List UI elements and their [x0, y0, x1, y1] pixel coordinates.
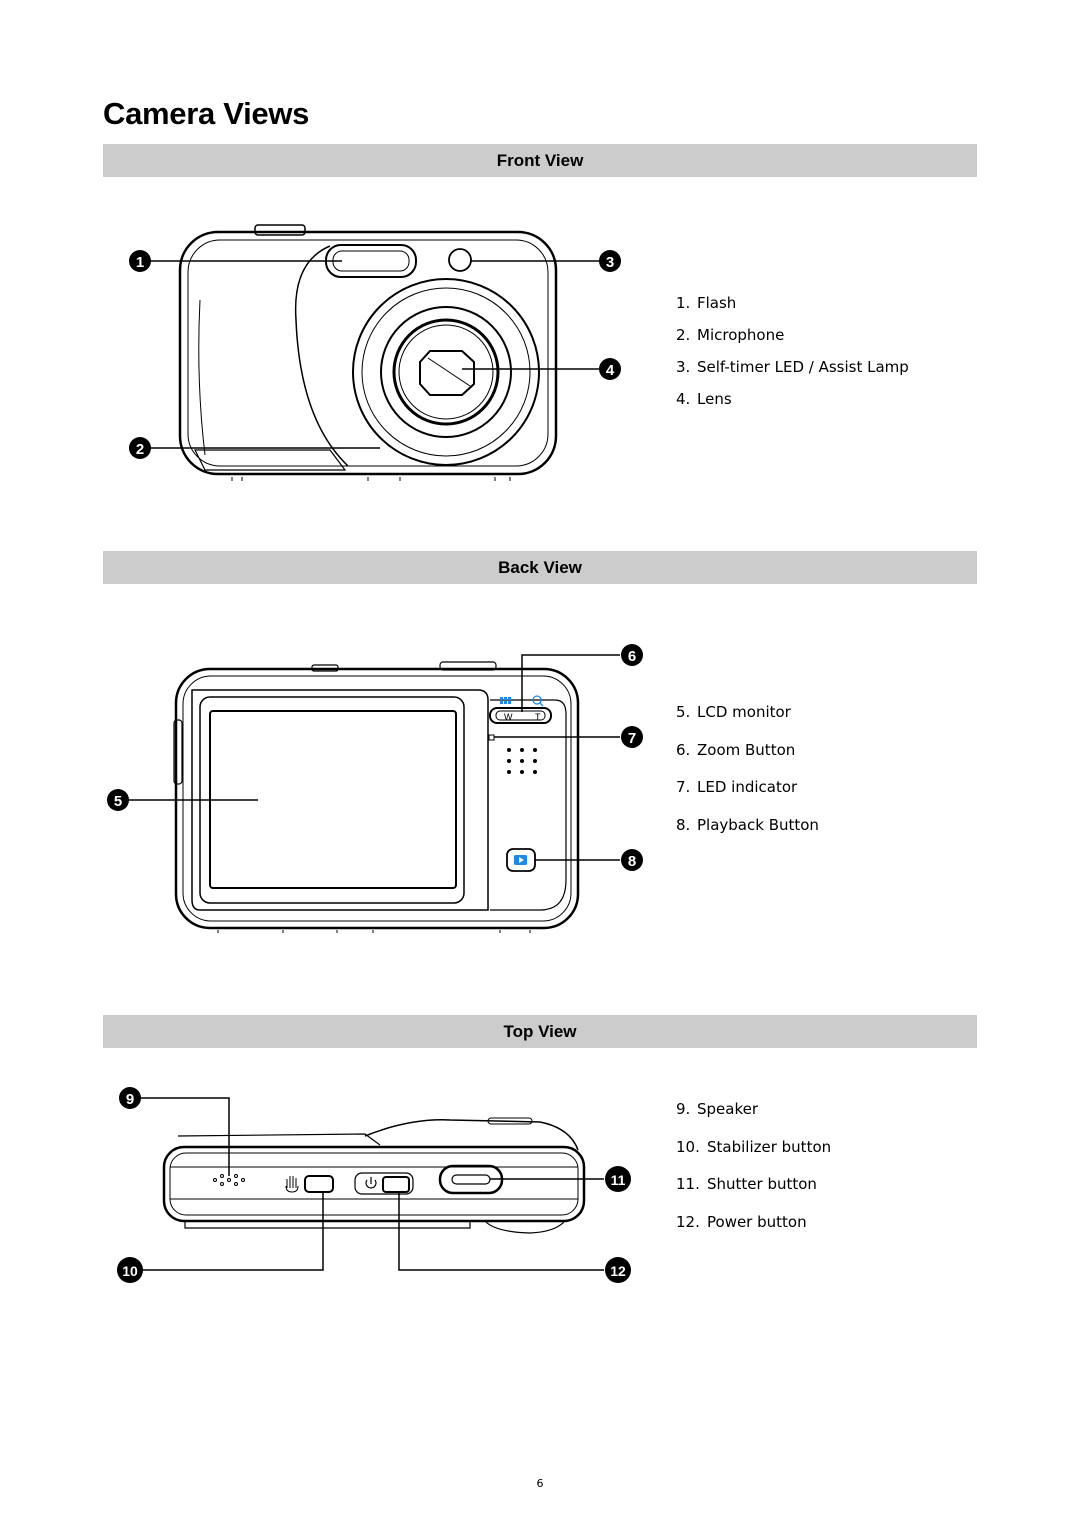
front-view-header: Front View — [103, 144, 977, 177]
back-view-diagram: W T 5 6 7 8 — [107, 644, 643, 933]
top-parts-list: 9.Speaker 10.Stabilizer button 11.Shutte… — [676, 1100, 831, 1250]
callout-7: 7 — [621, 726, 643, 748]
front-view-heading: Front View — [496, 151, 584, 170]
callout-10: 10 — [117, 1257, 143, 1283]
back-parts-list: 5.LCD monitor 6.Zoom Button 7.LED indica… — [676, 703, 819, 853]
callout-6: 6 — [621, 644, 643, 666]
zoom-tele-label: T — [535, 712, 541, 722]
svg-text:12: 12 — [610, 1263, 626, 1279]
playback-button — [506, 848, 536, 872]
top-view-heading: Top View — [503, 1022, 577, 1041]
self-timer-led — [448, 248, 472, 272]
svg-text:9: 9 — [126, 1091, 134, 1108]
back-view-header: Back View — [103, 551, 977, 584]
front-leader-lines — [150, 260, 600, 449]
back-leader-lines — [122, 654, 620, 861]
svg-text:8: 8 — [628, 853, 636, 870]
list-item: 6.Zoom Button — [676, 740, 796, 759]
list-item: 10.Stabilizer button — [676, 1137, 832, 1156]
list-item: 12.Power button — [676, 1212, 807, 1231]
list-item: 9.Speaker — [676, 1100, 759, 1118]
front-view-diagram: 1 2 3 4 — [129, 224, 621, 481]
led-indicator — [488, 734, 495, 741]
thumbnail-grid-icon — [500, 697, 511, 704]
zoom-wide-label: W — [504, 712, 513, 722]
callout-12: 12 — [605, 1257, 631, 1283]
svg-text:2: 2 — [136, 441, 144, 458]
lens — [352, 278, 540, 466]
front-parts-list: 1.Flash 2.Microphone 3.Self-timer LED / … — [676, 294, 909, 422]
list-item: 7.LED indicator — [676, 778, 798, 796]
callout-8: 8 — [621, 849, 643, 871]
top-camera-illustration — [162, 1117, 586, 1234]
svg-text:7: 7 — [628, 730, 636, 747]
page-number: 6 — [536, 1477, 544, 1490]
list-item: 2.Microphone — [676, 326, 785, 344]
top-view-header: Top View — [103, 1015, 977, 1048]
list-item: 3.Self-timer LED / Assist Lamp — [676, 358, 909, 376]
back-camera-illustration — [173, 661, 580, 933]
page-title: Camera Views — [103, 96, 310, 131]
stabilizer-button — [285, 1175, 334, 1193]
svg-text:11: 11 — [611, 1172, 626, 1188]
top-view-diagram: 9 10 11 12 — [117, 1087, 631, 1283]
power-button — [354, 1172, 414, 1195]
list-item: 1.Flash — [676, 294, 737, 312]
list-item: 8.Playback Button — [676, 815, 819, 834]
speaker-grille — [213, 1174, 245, 1186]
zoom-button: W T — [489, 695, 552, 724]
svg-text:10: 10 — [122, 1263, 138, 1279]
playback-icon — [514, 855, 527, 865]
callout-11: 11 — [605, 1166, 631, 1192]
back-view-heading: Back View — [498, 558, 582, 577]
callout-3: 3 — [599, 250, 621, 272]
callout-9: 9 — [119, 1087, 141, 1109]
callout-4: 4 — [599, 358, 621, 380]
svg-text:4: 4 — [606, 362, 615, 379]
power-icon — [365, 1177, 377, 1189]
svg-text:3: 3 — [606, 254, 614, 271]
callout-1: 1 — [129, 250, 151, 272]
list-item: 11.Shutter button — [676, 1175, 817, 1193]
top-leader-lines — [138, 1097, 604, 1271]
zoom-magnifier-icon — [532, 695, 544, 707]
callout-5: 5 — [107, 789, 129, 811]
svg-text:6: 6 — [628, 648, 636, 665]
svg-text:1: 1 — [136, 254, 144, 271]
list-item: 4.Lens — [676, 390, 732, 408]
front-camera-illustration — [178, 224, 558, 481]
stabilizer-hand-icon — [285, 1176, 299, 1193]
callout-2: 2 — [129, 437, 151, 459]
svg-text:5: 5 — [114, 793, 122, 810]
list-item: 5.LCD monitor — [676, 703, 791, 721]
